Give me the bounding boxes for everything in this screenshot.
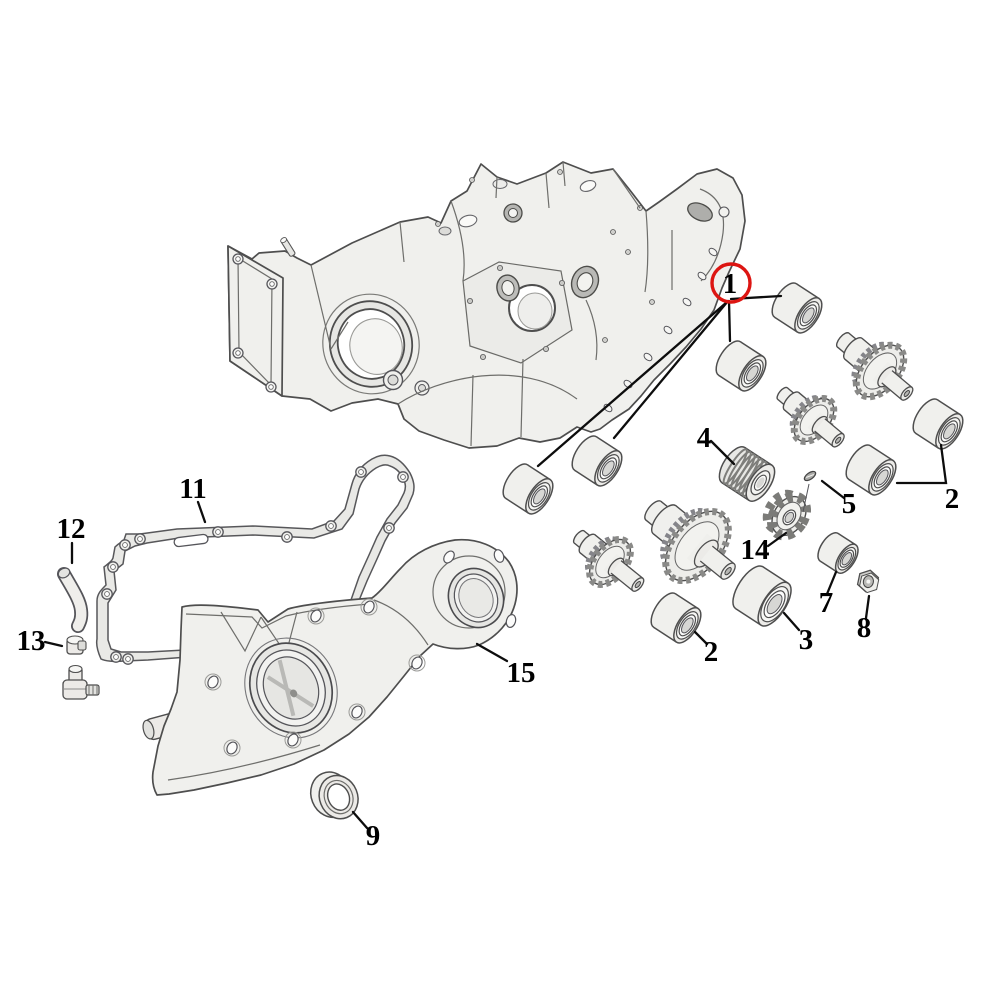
part-number-text: 8 (857, 612, 872, 644)
pinion-gear-14 (762, 489, 812, 541)
part-label-5: 5 (802, 479, 857, 520)
bearing-3 (732, 565, 792, 627)
leader-line (196, 500, 207, 524)
part-number-text: 14 (741, 534, 770, 566)
leader-line (475, 642, 509, 663)
camshaft-d (572, 529, 645, 592)
cam-bushing-1c (571, 435, 623, 487)
part-number-text: 5 (842, 488, 857, 520)
loose-parts-layer (502, 282, 964, 644)
part-number-text: 4 (697, 422, 712, 454)
motor-mount-bracket (227, 237, 296, 397)
cover-bolt-holes (204, 549, 517, 757)
deck-details (435, 169, 655, 343)
leader-line (727, 299, 732, 343)
leader-line (895, 443, 948, 485)
cam-bushing-1a (771, 282, 823, 334)
fitting-clip (66, 635, 87, 655)
horn-details (687, 188, 730, 282)
leader-line (729, 294, 783, 301)
part-label-9: 9 (351, 810, 381, 852)
thin-leader-line (802, 483, 810, 513)
breather-hose-illustration (57, 567, 89, 633)
cam-bore-rings (382, 203, 600, 396)
leader-line (820, 479, 846, 500)
part-number-text: 3 (799, 624, 814, 656)
part-label-7: 7 (819, 570, 838, 619)
stud (280, 237, 296, 257)
cam-bushing-1d (502, 463, 554, 515)
part-label-12: 12 (57, 513, 86, 565)
part-number-text: 1 (723, 268, 738, 300)
leader-line (612, 299, 730, 440)
center-bore (462, 261, 573, 364)
part-number-text: 12 (57, 513, 86, 545)
leader-line (693, 630, 709, 646)
part-label-13: 13 (17, 625, 64, 657)
part-number-text: 15 (507, 657, 536, 689)
part-number-text: 2 (945, 483, 960, 515)
part-number-text: 11 (179, 473, 206, 505)
part-number-text: 13 (17, 625, 46, 657)
camshaft-b (776, 386, 845, 448)
gasket-slot (173, 533, 209, 548)
bushing-7 (817, 532, 859, 574)
leader-line (536, 300, 729, 468)
vent-fitting-illustration (62, 635, 100, 700)
leader-line (825, 570, 838, 596)
leader-line (709, 439, 736, 466)
part-label-11: 11 (179, 473, 207, 524)
leader-line (766, 531, 788, 548)
crankcase-illustration (227, 161, 746, 449)
timing-cover-illustration (142, 538, 518, 796)
camshaft-c (644, 500, 736, 585)
cam-bushing-2c (650, 592, 702, 644)
camshaft-a (835, 332, 914, 401)
flange-bolt-bosses (603, 247, 718, 413)
main-bearing-bore (322, 293, 420, 395)
part-label-2: 2 (895, 443, 960, 515)
cover-main-bore (244, 637, 338, 739)
cover-boss-rim (432, 555, 506, 629)
part-number-text: 7 (819, 587, 834, 619)
highlight-circle (710, 262, 752, 304)
worm-gear-4 (718, 446, 776, 502)
leader-line (43, 640, 64, 648)
cam-bushing-2a (912, 398, 964, 450)
part-label-1: 1 (536, 262, 783, 468)
oil-seal-illustration (309, 771, 359, 820)
part-number-text: 2 (704, 636, 719, 668)
part-label-4: 4 (697, 422, 736, 466)
part-label-3: 3 (782, 611, 814, 656)
cover-boss-bore (447, 567, 505, 629)
cam-bushing-2b (845, 444, 897, 496)
timing-cover-gasket-illustration (95, 454, 415, 665)
part-label-15: 15 (475, 642, 536, 689)
part-label-14: 14 (741, 531, 788, 566)
leader-line (782, 611, 801, 632)
part-number-text: 9 (366, 820, 381, 852)
leader-line (864, 594, 871, 620)
elbow-fitting (62, 664, 100, 700)
leader-line (351, 810, 369, 830)
case-ribs (310, 161, 673, 447)
gasket-bolt-holes (101, 466, 409, 665)
cam-bushing-1b (715, 340, 767, 392)
part-label-8: 8 (857, 594, 872, 644)
nut-8 (856, 569, 880, 594)
pin-5 (803, 470, 817, 482)
part-label-2: 2 (693, 630, 719, 668)
